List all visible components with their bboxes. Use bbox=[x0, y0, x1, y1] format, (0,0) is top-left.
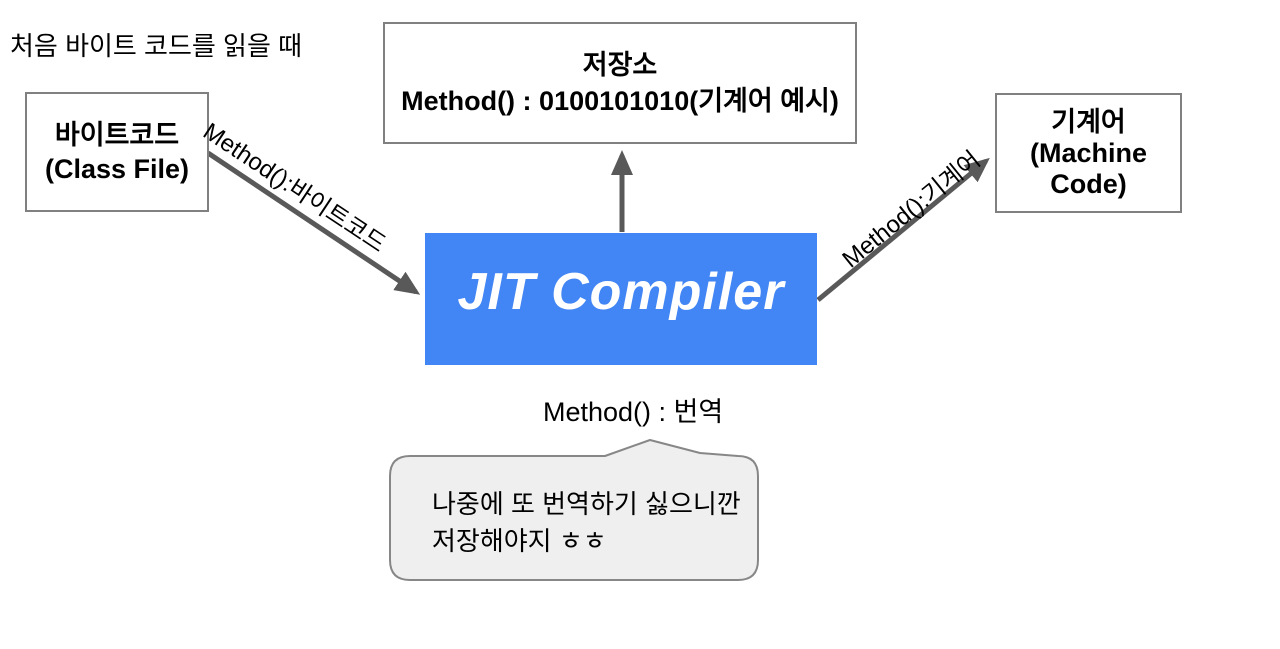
speech-bubble-line1: 나중에 또 번역하기 싫으니깐 bbox=[432, 489, 741, 519]
translate-label: Method() : 번역 bbox=[543, 397, 724, 427]
node-machine-line2: (Machine bbox=[1029, 137, 1148, 168]
node-bytecode-line1: 바이트코드 bbox=[54, 120, 180, 150]
node-machine-line3: Code) bbox=[1050, 168, 1127, 199]
speech-bubble bbox=[389, 439, 759, 581]
arrow-jit-to-machine bbox=[816, 157, 990, 302]
node-machine-line1: 기계어 bbox=[1051, 106, 1126, 137]
speech-bubble-text: 나중에 또 번역하기 싫으니깐 저장해야지 ㅎㅎ bbox=[432, 486, 741, 560]
node-storage-line1: 저장소 bbox=[582, 50, 658, 80]
node-jit-compiler: JIT Compiler bbox=[425, 233, 817, 365]
node-machine-code: 기계어 (Machine Code) bbox=[995, 93, 1182, 213]
speech-bubble-line2: 저장해야지 ㅎㅎ bbox=[432, 526, 607, 556]
jit-compiler-label: JIT Compiler bbox=[457, 263, 785, 321]
arrow-bytecode-to-jit bbox=[206, 150, 421, 295]
node-storage-line2: Method() : 0100101010(기계어 예시) bbox=[401, 86, 839, 116]
node-storage: 저장소 Method() : 0100101010(기계어 예시) bbox=[383, 22, 857, 144]
node-bytecode-line2: (Class File) bbox=[44, 154, 190, 184]
diagram-title: 처음 바이트 코드를 읽을 때 bbox=[10, 31, 303, 61]
node-bytecode: 바이트코드 (Class File) bbox=[25, 92, 209, 212]
